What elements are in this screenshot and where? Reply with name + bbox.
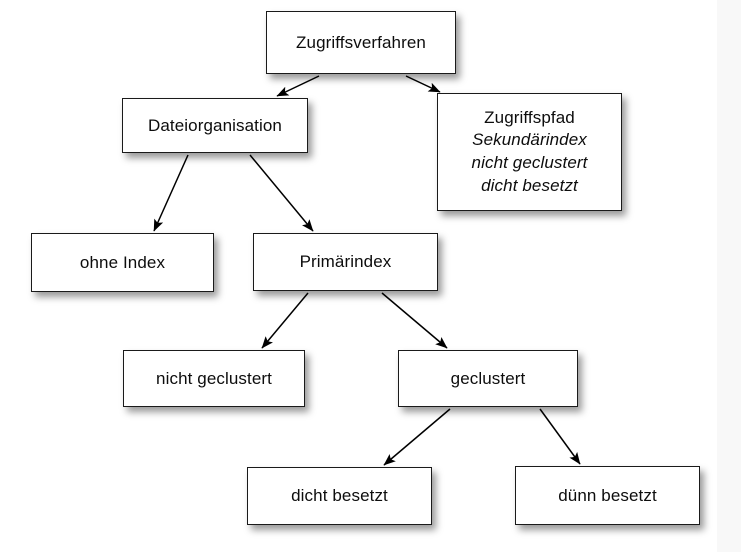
node-label-block: Zugriffspfad Sekundärindex nicht geclust… bbox=[438, 107, 621, 197]
node-label: dicht besetzt bbox=[291, 486, 388, 506]
node-label: geclustert bbox=[450, 368, 526, 388]
node-label: nicht geclustert bbox=[156, 368, 272, 388]
node-label: ohne Index bbox=[79, 252, 166, 272]
right-margin-strip bbox=[717, 0, 741, 552]
edge-root-to-dateiorganisation bbox=[276, 75, 320, 97]
edge-root-to-zugriffspfad bbox=[405, 75, 441, 93]
node-geclustert[interactable]: geclustert bbox=[398, 350, 578, 407]
edge-primaerindex-to-nicht-geclustert bbox=[261, 292, 309, 349]
node-label-line-4: dicht besetzt bbox=[481, 175, 578, 195]
node-dateiorganisation[interactable]: Dateiorganisation bbox=[122, 98, 308, 153]
edge-dateiorganisation-to-ohne-index bbox=[153, 154, 189, 232]
node-label-line-2: Sekundärindex bbox=[472, 130, 587, 150]
node-duenn-besetzt[interactable]: dünn besetzt bbox=[515, 466, 700, 525]
node-ohne-index[interactable]: ohne Index bbox=[31, 233, 214, 292]
edge-primaerindex-to-geclustert bbox=[381, 292, 448, 349]
node-dicht-besetzt[interactable]: dicht besetzt bbox=[247, 467, 432, 525]
node-label: Dateiorganisation bbox=[147, 115, 282, 135]
edge-geclustert-to-duenn-besetzt bbox=[539, 408, 581, 465]
node-label: Zugriffsverfahren bbox=[296, 32, 426, 52]
node-label-line-3: nicht geclustert bbox=[471, 153, 588, 172]
node-nicht-geclustert[interactable]: nicht geclustert bbox=[123, 350, 305, 407]
node-zugriffspfad[interactable]: Zugriffspfad Sekundärindex nicht geclust… bbox=[437, 93, 622, 211]
node-primaerindex[interactable]: Primärindex bbox=[253, 233, 438, 291]
edge-dateiorganisation-to-primaerindex bbox=[249, 154, 314, 232]
node-label: dünn besetzt bbox=[558, 485, 657, 505]
edge-geclustert-to-dicht-besetzt bbox=[383, 408, 451, 466]
node-zugriffsverfahren[interactable]: Zugriffsverfahren bbox=[266, 11, 456, 74]
node-label-line-1: Zugriffspfad bbox=[484, 107, 575, 127]
node-label: Primärindex bbox=[299, 252, 392, 272]
